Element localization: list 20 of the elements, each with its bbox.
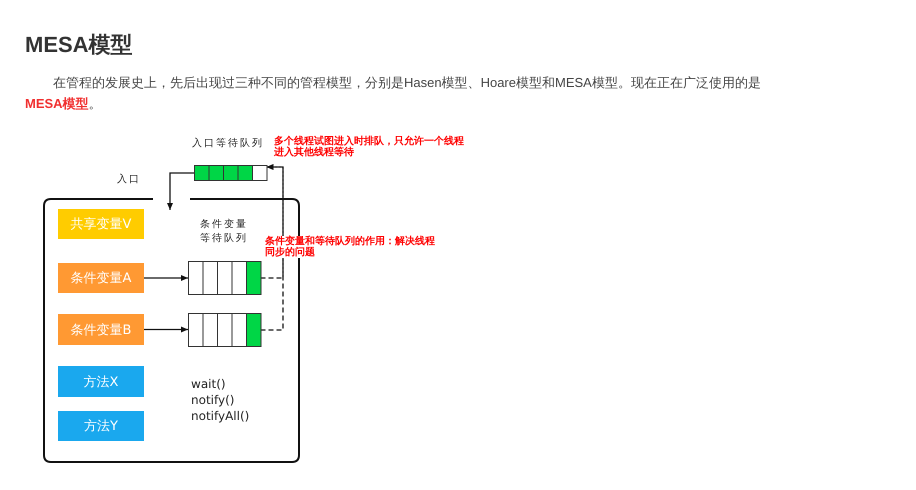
variable-box: 共享变量V [58,209,144,239]
annotation: 条件变量和等待队列的作用：解决线程同步的问题 [265,236,437,258]
arrow [143,326,188,332]
queue-heading: 入口等待队列 [192,136,265,150]
method-name: notifyAll() [191,409,250,423]
condition-variable-box: 条件变量B [58,314,144,345]
method-name: wait() [191,377,227,391]
annotation: 多个线程试图进入时排队，只允许一个线程进入其他线程等待 [274,136,466,158]
condition-variable-box: 条件变量A [58,263,144,293]
entry-label: 入口 [117,172,142,186]
intro-paragraph: 在管程的发展史上，先后出现过三种不同的管程模型，分别是Hasen模型、Hoare模型和MESA模型。现在正在广泛使用的是MESA模型。 [25,74,762,113]
method-box: 方法Y [58,411,144,441]
page-title: MESA模型 [25,31,133,59]
arrow [260,164,284,279]
arrow [143,275,188,281]
arrow [167,172,194,210]
method-box: 方法X [58,366,144,397]
arrow [260,164,284,331]
queue-heading: 条件变量等待队列 [200,218,249,246]
method-name: notify() [191,393,236,407]
